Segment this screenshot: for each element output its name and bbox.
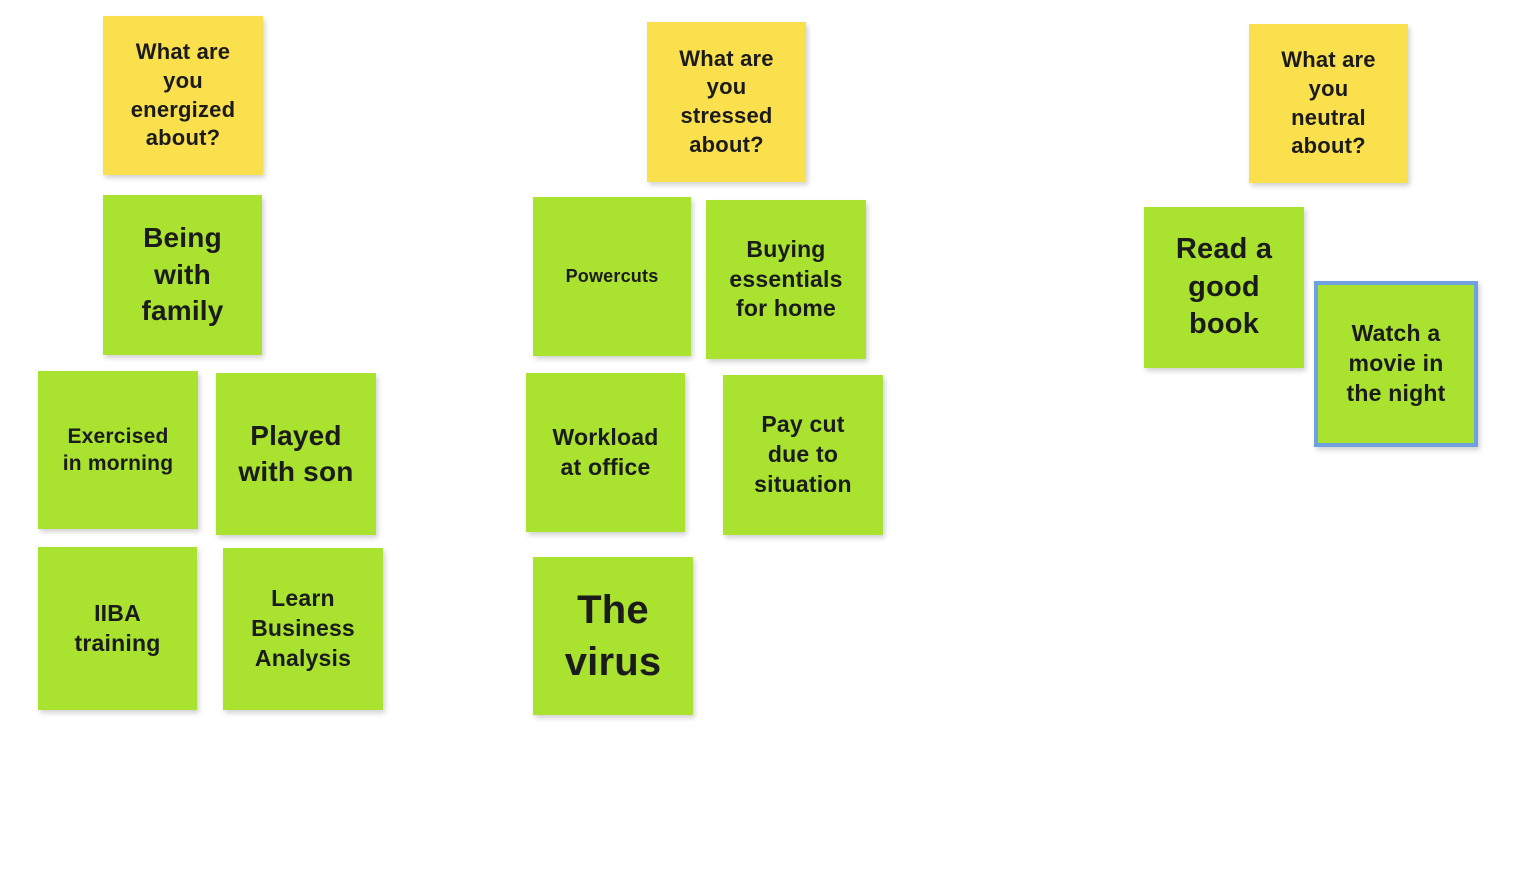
sticky-note-learn-business-analysis[interactable]: Learn Business Analysis [223, 548, 383, 710]
sticky-question-stressed[interactable]: What are you stressed about? [647, 22, 806, 182]
sticky-question-energized[interactable]: What are you energized about? [103, 16, 263, 175]
sticky-note-text: What are you energized about? [130, 39, 236, 151]
sticky-note-played-with-son[interactable]: Played with son [216, 373, 376, 535]
sticky-note-text: Buying essentials for home [729, 235, 843, 322]
sticky-note-text: Powercuts [565, 265, 659, 286]
sticky-note-workload-at-office[interactable]: Workload at office [526, 373, 685, 532]
sticky-note-iiba-training[interactable]: IIBA training [38, 547, 197, 710]
sticky-note-text: Workload at office [552, 423, 659, 480]
sticky-note-text: IIBA training [74, 599, 161, 656]
sticky-note-text: Being with family [141, 222, 224, 327]
sticky-note-exercised-in-morning[interactable]: Exercised in morning [38, 371, 198, 529]
sticky-note-text: What are you stressed about? [679, 45, 774, 157]
sticky-note-text: Pay cut due to situation [754, 411, 852, 497]
sticky-note-text: Exercised in morning [62, 424, 174, 475]
sticky-note-text: The virus [564, 588, 662, 684]
sticky-note-the-virus[interactable]: The virus [533, 557, 693, 715]
sticky-note-text: Watch a movie in the night [1346, 320, 1446, 406]
sticky-note-powercuts[interactable]: Powercuts [533, 197, 691, 356]
sticky-note-text: Learn Business Analysis [251, 585, 355, 671]
sticky-note-text: Read a good book [1175, 232, 1273, 341]
sticky-note-watch-a-movie-selected[interactable]: Watch a movie in the night [1314, 281, 1478, 447]
sticky-question-neutral[interactable]: What are you neutral about? [1249, 24, 1408, 183]
sticky-note-read-a-good-book[interactable]: Read a good book [1144, 207, 1304, 368]
sticky-note-pay-cut[interactable]: Pay cut due to situation [723, 375, 883, 535]
sticky-note-being-with-family[interactable]: Being with family [103, 195, 262, 355]
sticky-note-text: Played with son [238, 419, 354, 487]
sticky-note-buying-essentials[interactable]: Buying essentials for home [706, 200, 866, 359]
sticky-note-text: What are you neutral about? [1281, 47, 1376, 159]
